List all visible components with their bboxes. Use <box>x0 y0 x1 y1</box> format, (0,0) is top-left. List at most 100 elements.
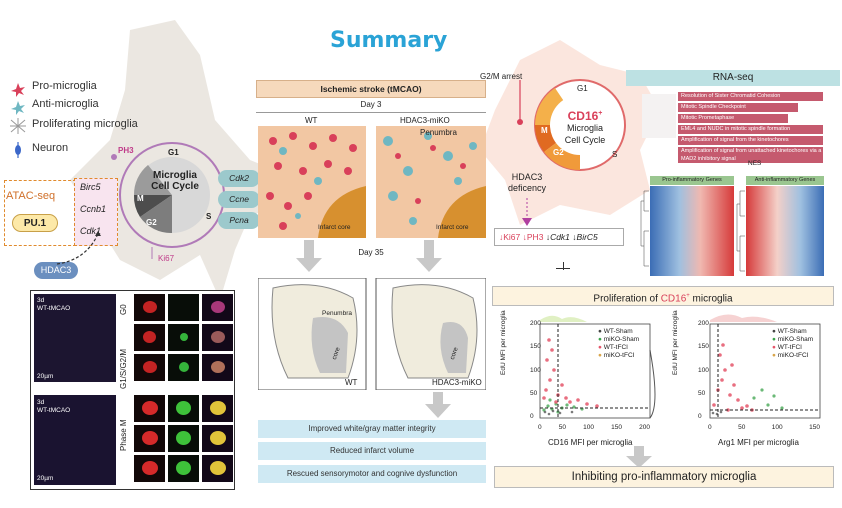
ph3-label: PH3 <box>118 146 134 155</box>
micrograph-top-overview <box>34 294 116 382</box>
ko-infarct-core <box>438 186 486 238</box>
ko-infarct-label: Infarct core <box>436 224 469 231</box>
left-m-label: M <box>137 194 144 203</box>
plot1-xlabel: CD16 MFI per microglia <box>548 438 633 447</box>
outcome-arrow <box>425 392 451 418</box>
gene-birc5: Birc5 <box>80 182 101 192</box>
left-g1-label: G1 <box>168 148 179 157</box>
right-g2-label: G2 <box>553 148 564 157</box>
plot2-axes <box>709 323 821 419</box>
gene-pcna: Pcna <box>218 212 260 229</box>
plot1-points <box>542 338 599 416</box>
legend-icons <box>10 83 26 158</box>
marker-ph3: PH3 <box>526 232 544 242</box>
pathway-6: Amplification of signal from unattached … <box>678 147 823 163</box>
g2m-arrest-label: G2/M arrest <box>480 72 523 81</box>
day35-brain-panels <box>258 278 486 390</box>
row-m-label: Phase M <box>119 419 128 451</box>
hdac3-def-line2: deficency <box>507 183 547 193</box>
plot1-legend: ● WT-Sham ● miKO-Sham ● WT-tFCI ● miKO-t… <box>598 328 640 359</box>
rnaseq-title: RNA-seq <box>626 70 840 86</box>
legend-proliferating-label: Proliferating microglia <box>32 118 138 130</box>
micrograph-bottom-label: WT-tMCAO <box>37 407 71 414</box>
proliferation-header: Proliferation of CD16+ microglia <box>492 286 834 306</box>
micrograph-top-stain: 3d <box>37 297 45 304</box>
wt-infarct-label: Infarct core <box>318 224 351 231</box>
day3-label: Day 3 <box>360 100 382 109</box>
right-g1-label: G1 <box>577 84 588 93</box>
hdac3-pill: HDAC3 <box>34 262 78 279</box>
conclusion-box: Inhibiting pro-inflammatory microglia <box>494 466 834 488</box>
ko-day35-label: HDAC3-miKO <box>432 378 482 387</box>
micrograph-bottom-stain: 3d <box>37 399 45 406</box>
proliferating-microglia-icon <box>10 118 26 134</box>
pu1-pill: PU.1 <box>12 214 58 232</box>
ko-penumbra-label: Penumbra <box>420 128 457 137</box>
right-m-label: M <box>541 126 548 135</box>
pro-heatmap <box>650 186 734 276</box>
marker-birc5: BirC5 <box>576 232 598 242</box>
ki67-label: Ki67 <box>158 254 175 263</box>
outcome-2: Reduced infarct volume <box>258 442 486 460</box>
rnaseq-heatmaps <box>640 186 824 276</box>
pro-microglia-icon <box>11 83 25 97</box>
rnaseq-pathways: Resolution of Sister Chromatid Cohesion … <box>678 92 823 163</box>
marker-box: ↓Ki67 ↓PH3 ↓Cdk1 ↓BirC5 <box>494 228 624 246</box>
ko-label-day3: HDAC3-miKO <box>400 116 450 125</box>
left-cycle-title-1: Microglia <box>153 170 197 181</box>
cd16-sup: + <box>598 110 603 117</box>
micrograph-top-label: WT-tMCAO <box>37 305 71 312</box>
proliferation-suffix: microglia <box>689 293 733 305</box>
marker-ki67: Ki67 <box>503 232 521 242</box>
right-cell-cycle-diagram <box>517 79 626 171</box>
pro-genes-header: Pro-inflammatory Genes <box>650 176 734 185</box>
plot1-axes <box>539 323 651 419</box>
outcome-1: Improved white/gray matter integrity <box>258 420 486 438</box>
ko-day35-core <box>440 322 468 373</box>
right-cycle-line3: Cell Cycle <box>564 135 606 145</box>
plot2-xlabel: Arg1 MFI per microglia <box>718 438 799 447</box>
gene-ccnb1: Ccnb1 <box>80 204 107 214</box>
left-cycle-title-2: Cell Cycle <box>151 181 199 192</box>
plot2-ylabel: EdU MFI per microglia <box>672 310 679 375</box>
page-title: Summary <box>330 28 448 53</box>
outcome-3: Rescued sensorymotor and cognive dysfunc… <box>258 465 486 483</box>
cd16-label: CD16 <box>567 109 599 123</box>
row-g0-label: G0 <box>119 304 128 315</box>
day-arrows <box>296 240 442 272</box>
wt-day35-core <box>311 317 348 373</box>
micrograph-bottom-overview <box>34 395 116 485</box>
pathway-1: Resolution of Sister Chromatid Cohesion <box>678 92 823 101</box>
micrograph-panel: 3d WT-tMCAO 3d WT-tMCAO 20µm 20µm G0 G1/… <box>30 290 235 490</box>
proliferation-prefix: Proliferation of <box>593 293 661 305</box>
row-g1-label: G1/S/G2/M <box>119 348 128 389</box>
pathway-2: Mitotic Spindle Checkpoint <box>678 103 798 112</box>
hdac3-def-line1: HDAC3 <box>511 172 543 182</box>
anti-genes-header: Anti-inflammatory Genes <box>746 176 824 185</box>
gene-cdk1: Cdk1 <box>80 226 102 236</box>
left-s-label: S <box>206 212 212 221</box>
plot2-legend: ● WT-Sham ● miKO-Sham ● WT-tFCI ● miKO-t… <box>772 328 814 359</box>
right-cycle-line2: Microglia <box>566 123 603 133</box>
micrograph-scale-top: 20µm <box>37 373 54 380</box>
legend-pro-label: Pro-microglia <box>32 80 97 92</box>
deficency-arrow <box>522 198 532 226</box>
neuron-icon <box>15 142 21 158</box>
micrograph-grid <box>134 294 234 484</box>
right-s-label: S <box>612 150 618 159</box>
hdac3-deficency: HDAC3 deficency <box>497 172 557 194</box>
pathway-4: EML4 and NUDC in mitotic spindle formati… <box>678 125 823 134</box>
left-g2-label: G2 <box>146 218 157 227</box>
legend-anti-label: Anti-microglia <box>32 98 99 110</box>
legend-neuron-label: Neuron <box>32 142 69 154</box>
plot1-ylabel: EdU MFI per microglia <box>500 310 507 375</box>
scatter-plots <box>539 314 821 419</box>
day35-label: Day 35 <box>358 248 384 257</box>
wt-day35-label: WT <box>345 378 358 387</box>
day3-brain-panels <box>258 126 486 238</box>
wt-infarct-core <box>318 186 366 238</box>
right-cycle-center: CD16+ Microglia Cell Cycle <box>555 108 615 146</box>
